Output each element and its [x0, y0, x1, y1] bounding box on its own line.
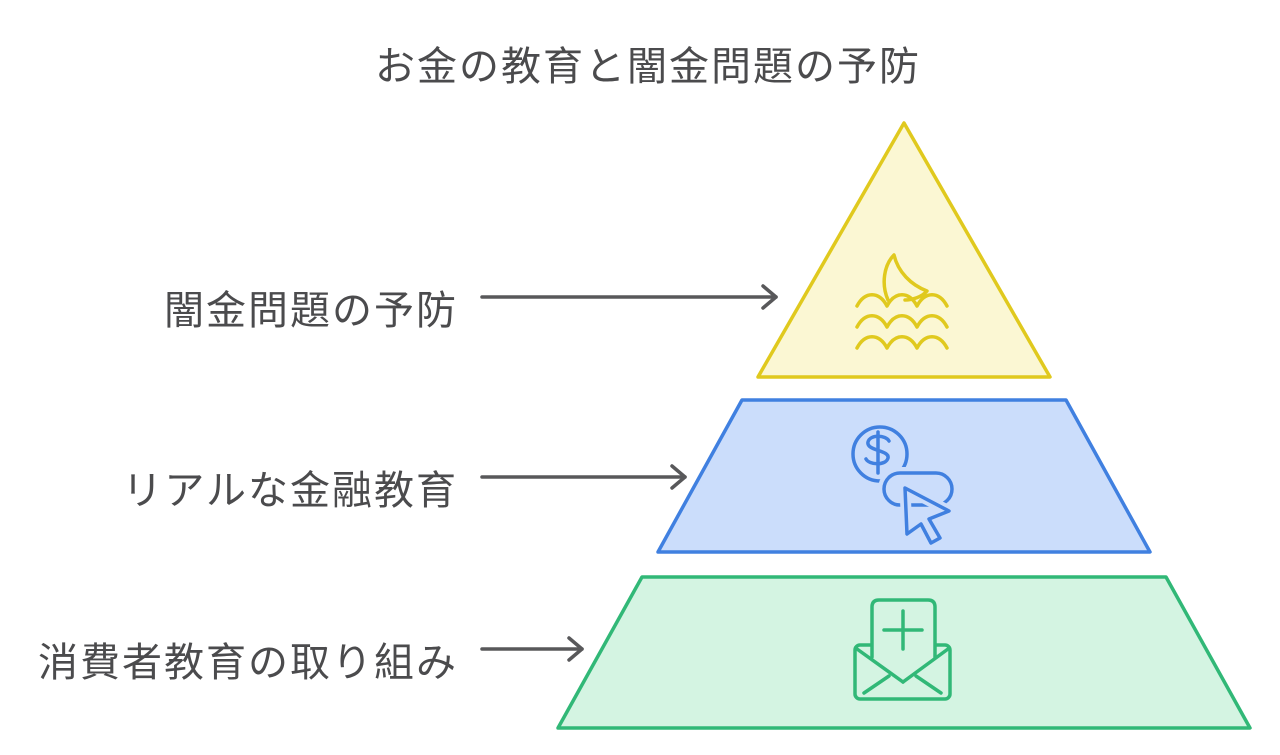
- shark-fin-waves-icon: [855, 253, 949, 350]
- arrow-top: [480, 284, 778, 310]
- arrow-bottom: [480, 636, 584, 662]
- page-title: お金の教育と闇金問題の予防: [375, 45, 921, 89]
- label-arrows: [480, 284, 778, 662]
- tier-label-top: 闇金問題の予防: [164, 289, 458, 333]
- pyramid-tier-top: [756, 121, 1052, 379]
- tier-label-bottom: 消費者教育の取り組み: [38, 641, 458, 685]
- tier-label-middle: リアルな金融教育: [122, 469, 458, 513]
- mail-plus-icon: [853, 598, 952, 701]
- pay-per-click-icon: [851, 425, 958, 549]
- arrow-middle: [480, 464, 687, 490]
